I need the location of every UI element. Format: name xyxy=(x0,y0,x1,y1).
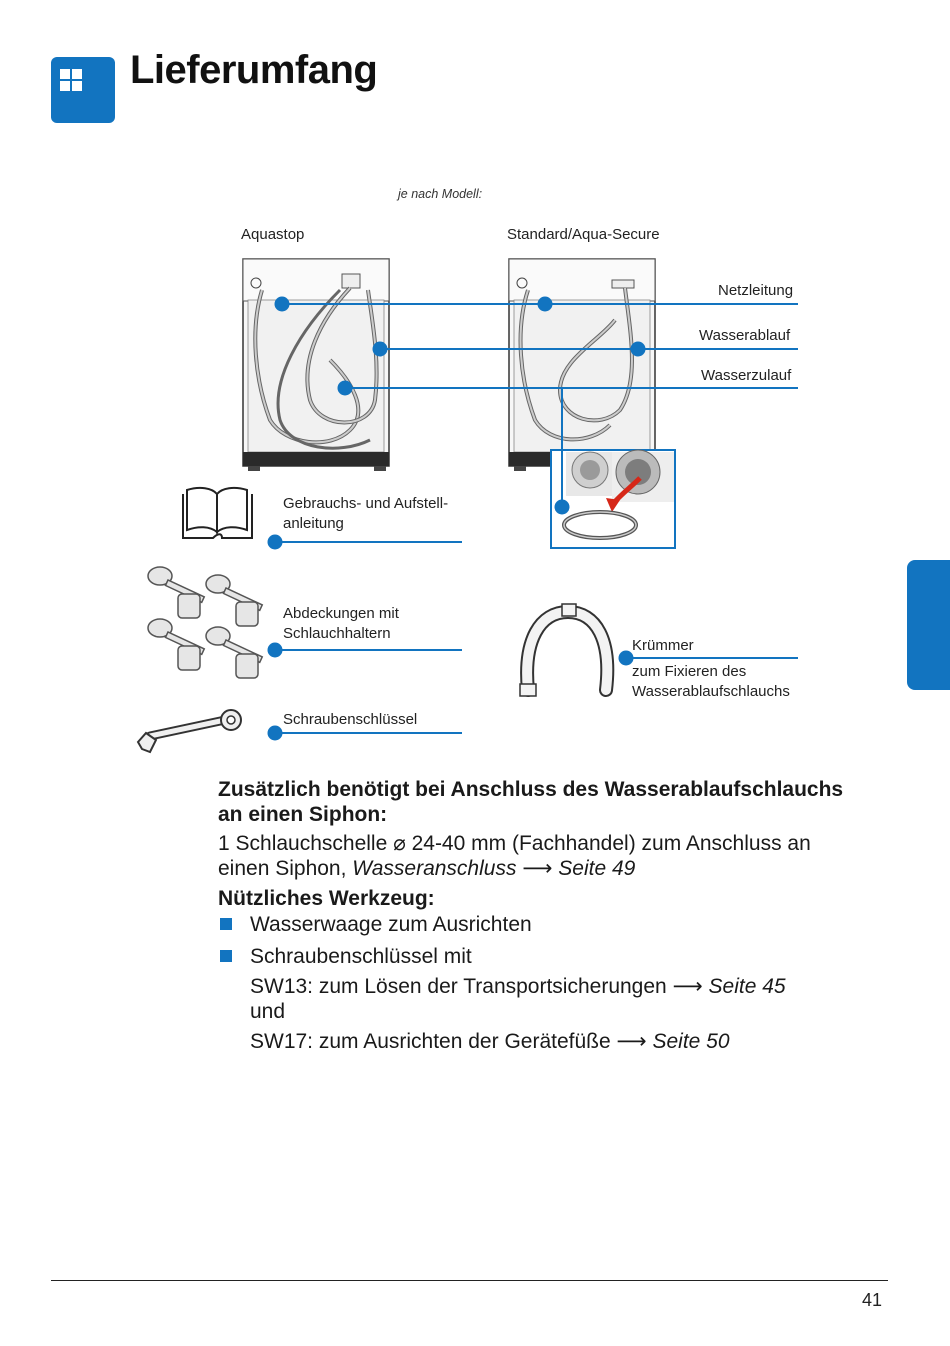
washer-aquastop-illustration xyxy=(242,258,390,471)
grid-icon xyxy=(51,57,115,123)
callout-wasserablauf: Wasserablauf xyxy=(699,327,791,344)
item-elbow-line1: zum Fixieren des xyxy=(632,663,747,680)
callout-netzleitung: Netzleitung xyxy=(718,282,794,299)
callout-wasserzulauf: Wasserzulauf xyxy=(701,367,792,384)
link-seite-50[interactable]: Seite 50 xyxy=(652,1030,730,1053)
footer-divider xyxy=(51,1280,888,1281)
siphon-heading-line2: an einen Siphon: xyxy=(218,803,388,826)
sw17-text: SW17: zum Ausrichten der Gerätefüße xyxy=(250,1030,611,1053)
item-elbow-line2: Wasserablaufschlauchs xyxy=(632,683,790,700)
sw17-line: SW17: zum Ausrichten der Gerätefüße ⟶ Se… xyxy=(250,1029,730,1054)
sw13-line: SW13: zum Lösen der Transportsicherungen… xyxy=(250,974,786,999)
arrow-icon: ⟶ xyxy=(522,857,553,880)
link-seite-45[interactable]: Seite 45 xyxy=(708,975,786,998)
siphon-text-line1: 1 Schlauchschelle ⌀ 24-40 mm (Fachhandel… xyxy=(218,832,811,855)
item-covers-line2: Schlauchhaltern xyxy=(283,625,391,642)
bullet-item-2: Schraubenschlüssel mit xyxy=(250,945,472,968)
arrow-icon: ⟶ xyxy=(616,1030,647,1053)
hose-inset-illustration xyxy=(550,449,676,549)
covers-illustration xyxy=(147,566,264,679)
link-wasseranschluss[interactable]: Wasseranschluss xyxy=(352,857,517,880)
item-elbow-title: Krümmer xyxy=(632,637,694,654)
delivery-diagram xyxy=(136,258,798,754)
washer-standard-illustration xyxy=(508,258,656,471)
tools-heading: Nützliches Werkzeug: xyxy=(218,887,435,910)
sw13-text: SW13: zum Lösen der Transportsicherungen xyxy=(250,975,667,998)
item-wrench: Schraubenschlüssel xyxy=(283,711,418,728)
item-manual-line1: Gebrauchs- und Aufstell- xyxy=(283,495,449,512)
bullet-item-1: Wasserwaage zum Ausrichten xyxy=(250,913,532,936)
siphon-heading-line1: Zusätzlich benötigt bei Anschluss des Wa… xyxy=(218,778,844,801)
chapter-tab xyxy=(907,560,950,690)
item-covers-line1: Abdeckungen mit xyxy=(283,605,399,622)
arrow-icon: ⟶ xyxy=(672,975,703,998)
wrench-icon xyxy=(136,709,242,754)
elbow-icon xyxy=(519,603,615,697)
link-seite-49[interactable]: Seite 49 xyxy=(558,857,636,880)
bullet-icon xyxy=(220,918,232,930)
diagram-caption: je nach Modell: xyxy=(398,187,483,201)
model-label-aquastop: Aquastop xyxy=(241,226,305,243)
bullet-icon xyxy=(220,950,232,962)
book-icon xyxy=(182,486,253,539)
und-text: und xyxy=(250,1000,286,1023)
siphon-text-prefix: einen Siphon, xyxy=(218,857,353,880)
model-label-standard: Standard/Aqua-Secure xyxy=(507,226,660,243)
page-title: Lieferumfang xyxy=(130,48,378,92)
siphon-text-line2: einen Siphon, Wasseranschluss ⟶ Seite 49 xyxy=(218,856,635,881)
item-manual-line2: anleitung xyxy=(283,515,344,532)
page-number: 41 xyxy=(862,1290,883,1310)
